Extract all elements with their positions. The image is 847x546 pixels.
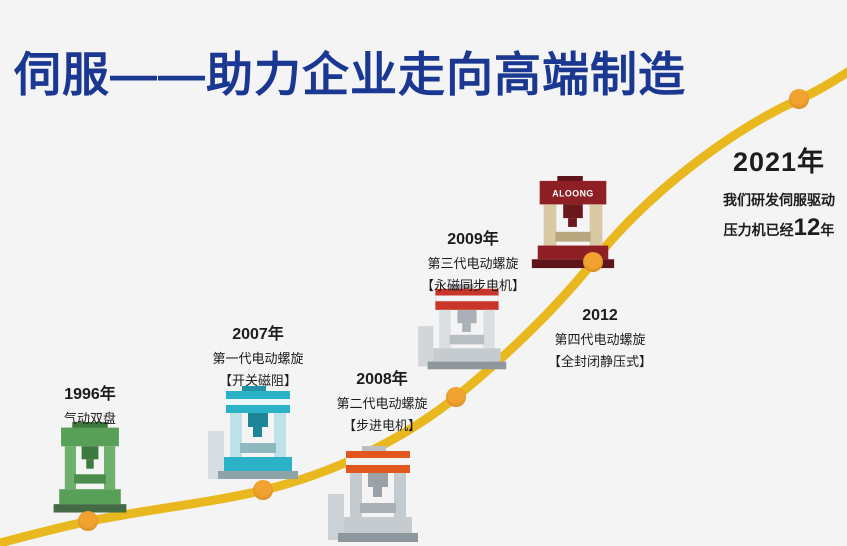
machine-2012-brand-label: ALOONG xyxy=(552,189,594,199)
milestone-2009-year: 2009年 xyxy=(447,231,499,248)
milestone-2012: 2012 第四代电动螺旋 【全封闭静压式】 xyxy=(535,307,665,373)
milestone-2021-line2-suffix: 年 xyxy=(820,222,835,238)
milestone-2021-line2: 压力机已经12年 xyxy=(700,214,847,244)
milestone-2009-line2: 【永磁同步电机】 xyxy=(420,278,525,293)
milestone-2021-years-count: 12 xyxy=(793,214,821,241)
curve-dot-2007 xyxy=(253,480,273,500)
machine-1996-pneumatic-press-image xyxy=(53,422,127,513)
curve-dot-2008 xyxy=(446,387,466,407)
machine-2008-gen2-press-image xyxy=(328,446,418,542)
milestone-2012-line1: 第四代电动螺旋 xyxy=(554,332,646,347)
milestone-2008-line1: 第二代电动螺旋 xyxy=(336,396,428,411)
milestone-2012-line2: 【全封闭静压式】 xyxy=(547,354,652,369)
milestone-1996-year: 1996年 xyxy=(64,386,116,403)
milestone-2007-year: 2007年 xyxy=(232,326,284,343)
machine-2012-gen4-press-image: ALOONG xyxy=(531,176,615,269)
milestone-2021-line1: 我们研发伺服驱动 xyxy=(723,192,835,208)
milestone-2007: 2007年 第一代电动螺旋 【开关磁阻】 xyxy=(193,320,323,392)
milestone-2008-line2: 【步进电机】 xyxy=(342,418,421,433)
milestone-2021: 2021年 我们研发伺服驱动 压力机已经12年 xyxy=(700,140,847,244)
page-title: 伺服——助力企业走向高端制造 xyxy=(14,48,686,101)
milestone-1996: 1996年 气动双盘 xyxy=(40,380,140,430)
milestone-2008-year: 2008年 xyxy=(356,371,408,388)
machine-2009-gen3-press-image xyxy=(418,284,507,370)
milestone-2008: 2008年 第二代电动螺旋 【步进电机】 xyxy=(317,365,447,437)
milestone-2007-line2: 【开关磁阻】 xyxy=(218,373,297,388)
milestone-2009-line1: 第三代电动螺旋 xyxy=(427,256,519,271)
milestone-1996-line1: 气动双盘 xyxy=(63,411,116,426)
curve-dot-2021 xyxy=(789,89,809,109)
milestone-2009: 2009年 第三代电动螺旋 【永磁同步电机】 xyxy=(407,225,539,297)
milestone-2021-year: 2021年 xyxy=(732,147,826,177)
milestone-2012-year: 2012 xyxy=(582,307,618,324)
milestone-2007-line1: 第一代电动螺旋 xyxy=(212,351,304,366)
curve-dot-1996 xyxy=(78,511,98,531)
machine-2007-gen1-press-image xyxy=(208,386,298,479)
curve-dot-2012 xyxy=(583,252,603,272)
milestone-2021-line2-prefix: 压力机已经 xyxy=(723,222,794,238)
